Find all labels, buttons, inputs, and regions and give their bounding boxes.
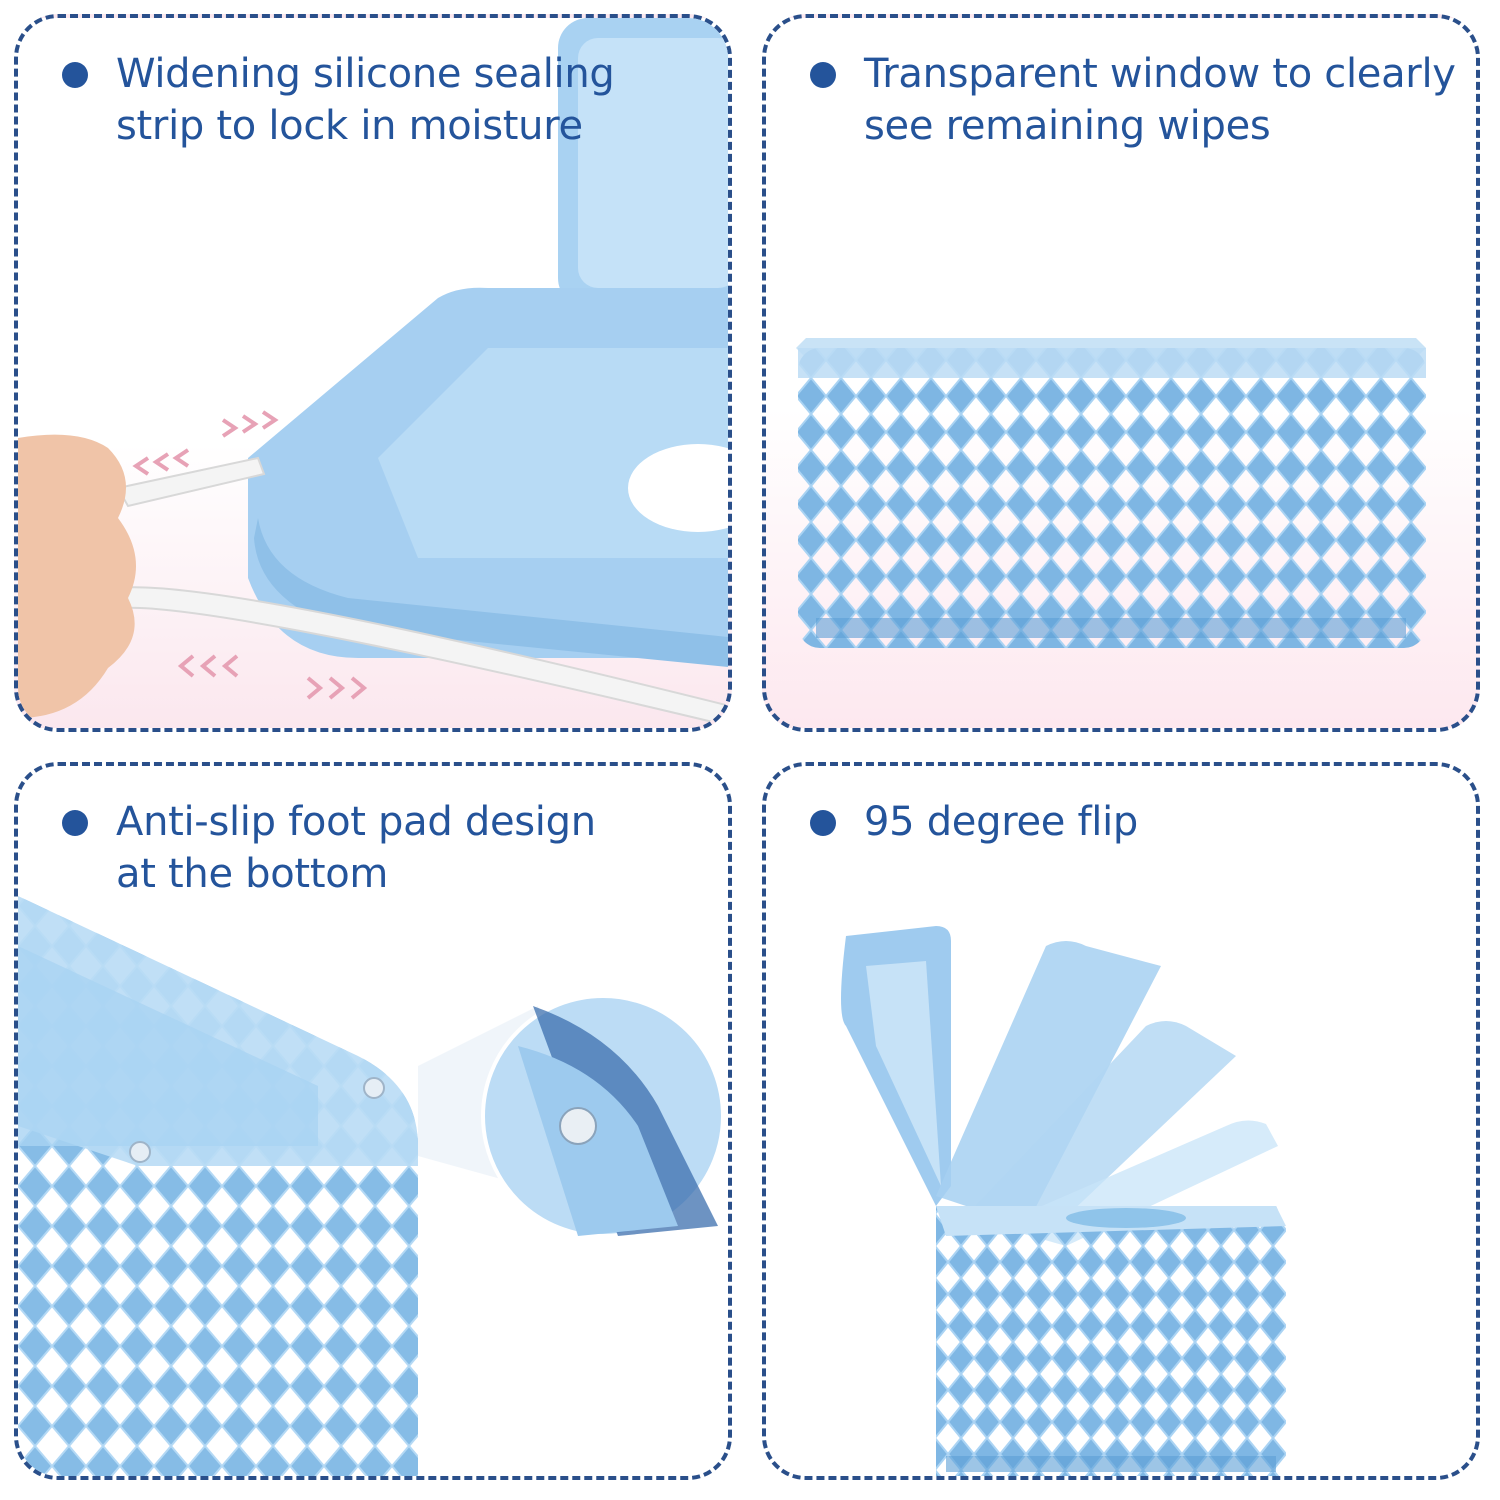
feature-caption-text: Transparent window to clearly see remain… [864,48,1456,152]
flip-lid-illustration [841,926,1286,1476]
silicone-strip [116,456,266,508]
caption-line: at the bottom [116,851,389,897]
caption-line: 95 degree flip [864,799,1139,845]
feature-caption: Transparent window to clearly see remain… [810,48,1456,152]
transparent-box-illustration [796,338,1426,648]
caption-line: Transparent window to clearly [864,51,1456,97]
caption-line: strip to lock in moisture [116,103,583,149]
arrow-left-icon [132,448,239,678]
sealing-strip-illustration [18,18,728,727]
wipes-box [936,1206,1286,1476]
feature-panel-flip-lid: 95 degree flip [762,762,1480,1480]
feature-caption-text: Anti-slip foot pad design at the bottom [116,796,596,900]
foot-pad [363,1077,385,1099]
bullet-dot-icon [810,810,836,836]
feature-panel-anti-slip-pad: Anti-slip foot pad design at the bottom [14,762,732,1480]
feature-caption-text: 95 degree flip [864,796,1138,848]
lid-position [936,941,1161,1226]
lid-position [966,1021,1236,1236]
wipes-box [798,348,1426,648]
caption-line: see remaining wipes [864,103,1271,149]
feature-caption: 95 degree flip [810,796,1446,848]
caption-line: Anti-slip foot pad design [116,799,596,845]
feature-caption-text: Widening silicone sealing strip to lock … [116,48,615,152]
feature-caption: Widening silicone sealing strip to lock … [62,48,698,152]
arrow-right-icon [221,410,368,700]
bullet-dot-icon [62,810,88,836]
bullet-dot-icon [810,62,836,88]
dispenser-opening [1066,1208,1186,1228]
bullet-dot-icon [62,62,88,88]
hand [18,434,136,718]
foot-pad-illustration [18,896,725,1476]
feature-caption: Anti-slip foot pad design at the bottom [62,796,698,900]
feature-panel-transparent-window: Transparent window to clearly see remain… [762,14,1480,732]
feature-panel-sealing-strip: Widening silicone sealing strip to lock … [14,14,732,732]
caption-line: Widening silicone sealing [116,51,615,97]
dispenser-opening [628,444,728,532]
